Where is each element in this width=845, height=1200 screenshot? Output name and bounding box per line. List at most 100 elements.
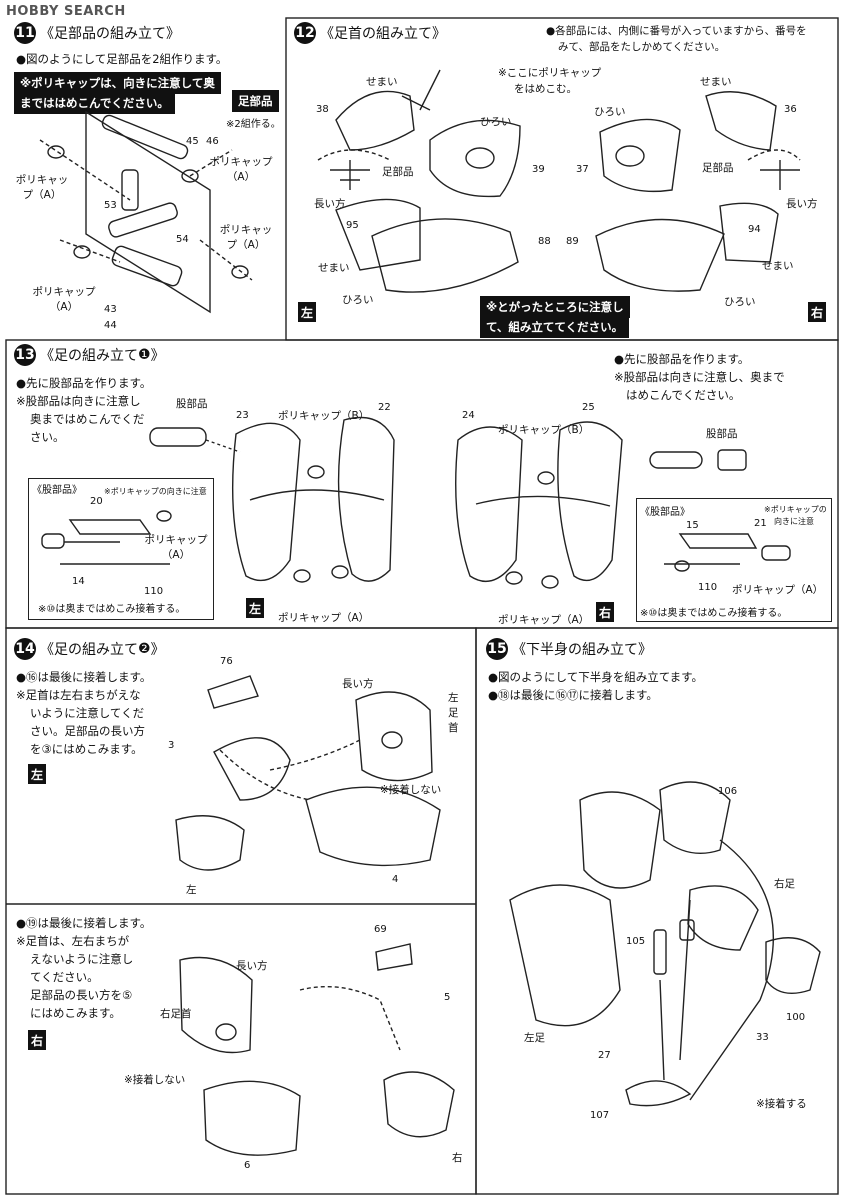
step14-right-tag: 右 [28,1030,46,1050]
step15-word: 右足 [774,878,795,890]
part-number: 5 [444,992,451,1003]
step15-badge: 15 [486,638,508,660]
step14-left-line: を③にはめこみます。 [30,742,143,756]
step12-frame [285,17,839,341]
part-number: 36 [784,104,797,115]
step15-frame [475,627,839,1195]
part-number: 14 [72,576,85,587]
step12-left-tag: 左 [298,302,316,322]
step13-right-line: ※股部品は向きに注意し、奥まで [614,370,785,384]
step13-frame [5,339,839,629]
step11-warn1: ※ポリキャップは、向きに注意して奥 [14,72,221,94]
step12-warn1: ※とがったところに注意し [480,296,630,318]
step13-box-poly-r: ポリキャップ（A） [732,584,824,596]
step12-word: 長い方 [314,198,346,210]
step15-title: 《下半身の組み立て》 [512,642,652,658]
step14-word: 右 [452,1152,463,1164]
step13-box-note-r: ※ポリキャップの [764,505,827,514]
step13-title: 《足の組み立て [40,348,138,364]
part-number: 3 [168,740,175,751]
part-number: 20 [90,496,103,507]
step15-line2: ●⑱は最後に⑯⑰に接着します。 [488,688,658,702]
step13-right-box [636,498,832,622]
step13-left-box [28,478,214,620]
step12-warn2: て、組み立ててください。 [480,316,630,338]
step12-word: ひろい [724,296,756,308]
step14-left-line: ●⑯は最後に接着します。 [16,670,152,684]
step13-box-note-r: 向きに注意 [774,517,814,526]
step13-header: 13 《足の組み立て ❶ 》 [14,344,165,366]
part-number: 38 [316,104,329,115]
step12-word: 足部品 [382,166,414,178]
step11-poly-label: ポリキャップ（A） [15,174,69,201]
step13-left-line: ●先に股部品を作ります。 [16,376,152,390]
step13-title-mark: ❶ [138,347,151,363]
step14-title: 《足の組み立て [40,642,138,658]
step13-right-tag: 右 [596,602,614,622]
watermark: HOBBY SEARCH [6,4,126,19]
step14-word: 左足首 [448,692,459,734]
part-number: 54 [176,234,189,245]
part-number: 107 [590,1110,610,1121]
step12-badge: 12 [294,22,316,44]
step11-tag: 足部品 [232,90,279,112]
step15-header: 15 《下半身の組み立て》 [486,638,652,660]
part-number: 88 [538,236,551,247]
part-number: 4 [392,874,399,885]
step11-title: 《足部品の組み立て》 [40,26,180,42]
part-number: 15 [686,520,699,531]
part-number: 105 [626,936,646,947]
step13-word: ポリキャップ（A） [498,614,590,626]
step11-warn2: までははめこんでください。 [14,92,175,114]
step12-word: ひろい [342,294,374,306]
step12-line2: みて、部品をたしかめてください。 [558,41,726,53]
step12-word: せまい [318,262,350,274]
step13-left-line: さい。 [30,430,65,444]
step14-left-line: いように注意してくだ [30,706,145,720]
step13-badge: 13 [14,344,36,366]
step14-right-line: にはめこみます。 [30,1006,121,1020]
step14-left-line: さい。足部品の長い方 [30,724,145,738]
step12-word: せまい [762,260,794,272]
step11-header: 11 《足部品の組み立て》 [14,22,180,44]
step13-title-close: 》 [150,348,165,364]
part-number: 69 [374,924,387,935]
step14-left-line: ※足首は左右まちがえな [16,688,141,702]
step14-word: 長い方 [342,678,374,690]
step11-plane [85,110,211,314]
step11-poly-label: ポリキャップ（A） [32,286,96,313]
step15-word: ※接着する [756,1098,807,1110]
step13-box-note: ※ポリキャップの向きに注意 [104,487,207,496]
step14-right-line: えないように注意し [30,952,134,966]
step14-right-line: ●⑲は最後に接着します。 [16,916,152,930]
part-number: 22 [378,402,391,413]
step12-word: せまい [700,76,732,88]
step13-word: 股部品 [706,428,738,440]
step13-box-poly: ポリキャップ（A） [144,534,208,561]
step12-word: ひろい [594,106,626,118]
step12-word: ひろい [480,116,512,128]
step14-title-mark: ❷ [138,641,151,657]
step14-frame [5,627,477,1195]
step11-poly-label: ポリキャップ（A） [209,156,273,183]
step14-header: 14 《足の組み立て ❷ 》 [14,638,165,660]
step13-box-title-r: 《股部品》 [640,507,690,518]
part-number: 89 [566,236,579,247]
step14-title-close: 》 [150,642,165,658]
part-number: 6 [244,1160,251,1171]
step12-poly2: をはめこむ。 [514,83,577,95]
part-number: 46 [206,136,219,147]
step13-left-line: ※股部品は向きに注意し [16,394,141,408]
step11-poly-label: ポリキャップ（A） [219,224,273,251]
step14-right-line: ※足首は、左右まちが [16,934,130,948]
step14-word: 左 [186,884,197,896]
part-number: 106 [718,786,738,797]
step12-poly1: ※ここにポリキャップ [498,67,602,79]
step11-line1: ●図のようにして足部品を2組作ります。 [16,52,228,66]
step13-box-glue: ※⑩は奥まではめこみ接着する。 [38,604,186,615]
step14-badge: 14 [14,638,36,660]
step14-right-line: てください。 [30,970,99,984]
step14-word: ※接着しない [124,1074,186,1086]
part-number: 43 [104,304,117,315]
step11-note: ※2組作る。 [226,119,281,130]
